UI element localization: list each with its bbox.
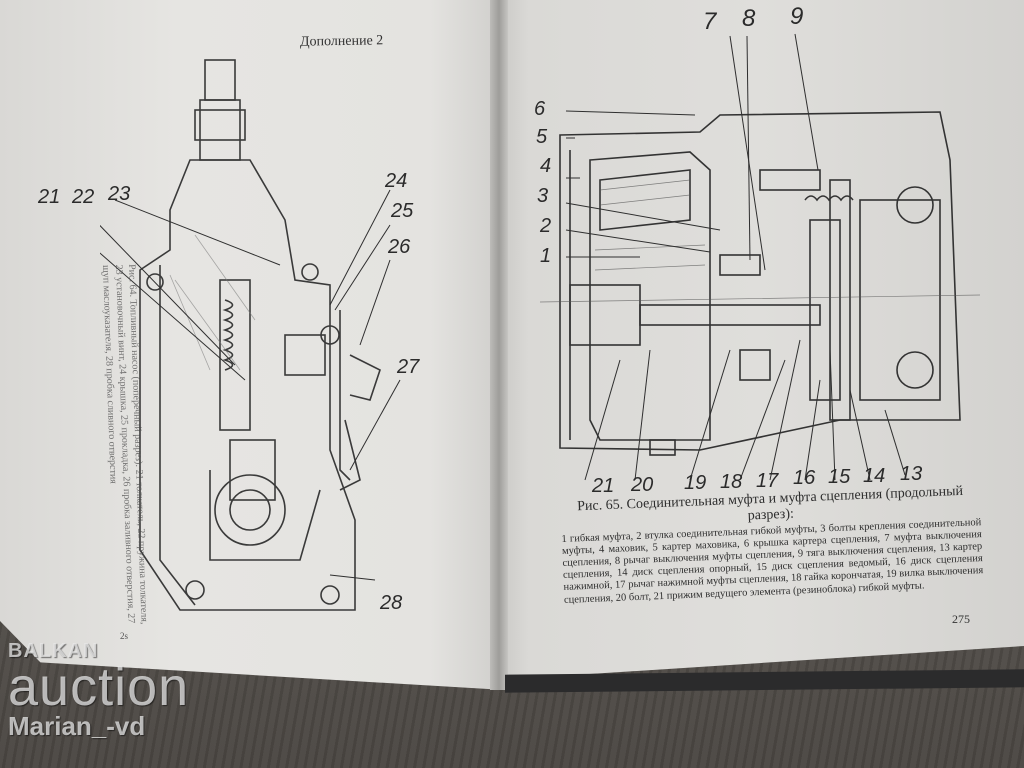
label-28: 28 — [380, 592, 403, 614]
figure-65-caption: Рис. 65. Соединительная муфта и муфта сц… — [560, 483, 984, 606]
label-5: 5 — [536, 126, 548, 148]
label-23: 23 — [108, 183, 131, 205]
right-page — [497, 0, 1024, 680]
label-16: 16 — [793, 467, 816, 489]
label-25: 25 — [391, 200, 414, 222]
page-number: 275 — [952, 612, 970, 626]
label-21: 21 — [38, 186, 61, 208]
watermark-line2: auction — [8, 657, 190, 717]
label-17: 17 — [756, 470, 779, 492]
label-27: 27 — [397, 356, 420, 378]
auction-watermark: BALKAN auction Marian_-vd — [8, 640, 189, 742]
label-4: 4 — [540, 155, 552, 177]
label-21b: 21 — [592, 475, 615, 497]
label-26: 26 — [388, 236, 411, 258]
left-page — [0, 0, 505, 690]
left-page-header: Дополнение 2 — [299, 33, 384, 50]
label-24: 24 — [385, 170, 408, 192]
label-9: 9 — [790, 3, 804, 30]
label-7: 7 — [703, 8, 717, 35]
watermark-line3: Marian_-vd — [8, 711, 146, 741]
label-15: 15 — [828, 466, 851, 488]
label-13: 13 — [900, 463, 923, 485]
label-19: 19 — [684, 472, 707, 494]
label-6: 6 — [534, 98, 546, 120]
book-binding — [490, 0, 508, 690]
label-3: 3 — [537, 185, 549, 207]
fuel-pump-drawing — [100, 59, 401, 611]
label-1: 1 — [540, 245, 552, 267]
clutch-coupling-drawing — [540, 33, 980, 481]
label-2: 2 — [540, 215, 552, 237]
label-20: 20 — [631, 474, 654, 496]
label-14: 14 — [863, 465, 886, 487]
label-22: 22 — [72, 186, 95, 208]
watermark-line1: BALKAN — [8, 640, 99, 662]
label-8: 8 — [742, 5, 756, 32]
signature-mark: 2s — [120, 631, 129, 641]
label-18: 18 — [720, 471, 743, 493]
